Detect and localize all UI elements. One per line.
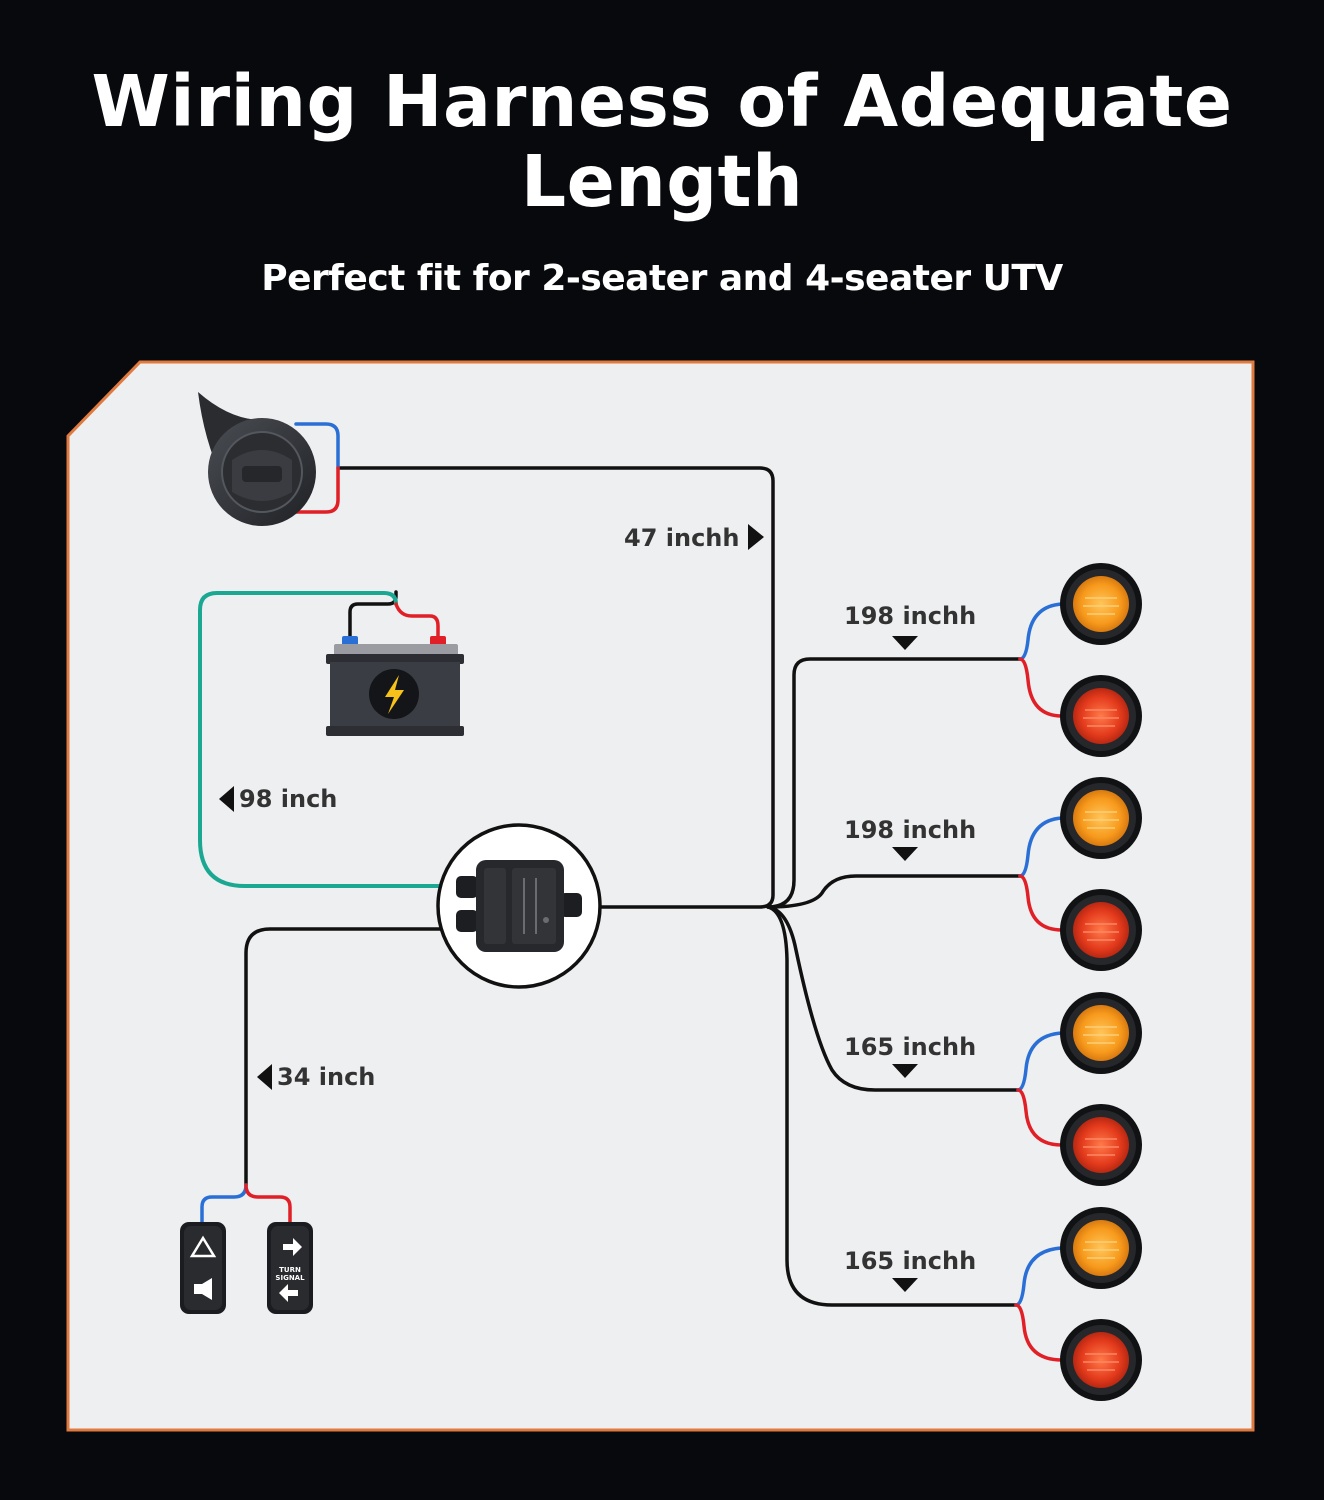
light-pair-3-wire: [766, 905, 1020, 1092]
light-4-blue-lead: [1014, 1246, 1064, 1307]
light-2-blue-lead: [1018, 816, 1064, 878]
switch-wire-label: 34 inch: [277, 1063, 375, 1091]
title-line-2: Length: [520, 140, 804, 223]
hazard-horn-switch-icon: [180, 1222, 226, 1314]
battery-wire: [198, 591, 448, 888]
horn-icon: [198, 392, 316, 526]
light-pair-3-label: 165 inchh: [844, 1033, 976, 1061]
light-pair-1-label: 198 inchh: [844, 602, 976, 630]
horn-wire: [338, 466, 775, 909]
amber-light-icon: [1060, 1207, 1142, 1289]
horn-wire-label: 47 inchh: [624, 524, 739, 552]
light-pair-2-wire: [766, 874, 1022, 909]
horn-label-arrow: [748, 524, 764, 550]
title-line-1: Wiring Harness of Adequate: [91, 60, 1233, 143]
horn-blue-lead: [294, 422, 340, 470]
amber-light-icon: [1060, 563, 1142, 645]
light-pair-4-arrow: [892, 1278, 918, 1292]
switch-label-arrow: [257, 1064, 272, 1090]
diagram-panel: [66, 360, 1255, 1432]
light-3-red-lead: [1016, 1088, 1064, 1147]
battery-red-lead: [394, 602, 440, 642]
lights-group: [1060, 563, 1142, 1401]
amber-light-icon: [1060, 992, 1142, 1074]
red-light-icon: [1060, 1104, 1142, 1186]
light-1-blue-lead: [1018, 602, 1064, 661]
light-3-blue-lead: [1016, 1031, 1064, 1092]
light-pair-2-label: 198 inchh: [844, 816, 976, 844]
amber-light-icon: [1060, 777, 1142, 859]
red-light-icon: [1060, 1319, 1142, 1401]
light-2-red-lead: [1018, 874, 1064, 932]
light-1-red-lead: [1018, 657, 1064, 718]
light-pair-1-arrow: [892, 636, 918, 650]
switch-blue-lead: [200, 1183, 248, 1227]
light-pair-2-arrow: [892, 847, 918, 861]
turn-signal-text-2: SIGNAL: [275, 1274, 305, 1282]
page-subtitle: Perfect fit for 2-seater and 4-seater UT…: [261, 258, 1063, 299]
battery-label-arrow: [219, 786, 234, 812]
switch-wire: [244, 927, 447, 1187]
red-light-icon: [1060, 675, 1142, 757]
junction-box-icon: [436, 823, 602, 989]
light-4-red-lead: [1014, 1303, 1064, 1362]
light-pair-3-arrow: [892, 1064, 918, 1078]
switch-red-lead: [244, 1183, 292, 1227]
light-pair-4-label: 165 inchh: [844, 1247, 976, 1275]
turn-signal-switch-icon: TURN SIGNAL: [267, 1222, 313, 1314]
battery-wire-label: 98 inch: [239, 785, 337, 813]
horn-red-lead: [290, 466, 340, 514]
page-title: Wiring Harness of Adequate Length: [0, 62, 1324, 222]
turn-signal-text-1: TURN: [279, 1266, 301, 1274]
battery-icon: [326, 636, 464, 736]
light-pair-1-wire: [766, 657, 1022, 909]
red-light-icon: [1060, 889, 1142, 971]
light-pair-4-wire: [766, 905, 1018, 1307]
